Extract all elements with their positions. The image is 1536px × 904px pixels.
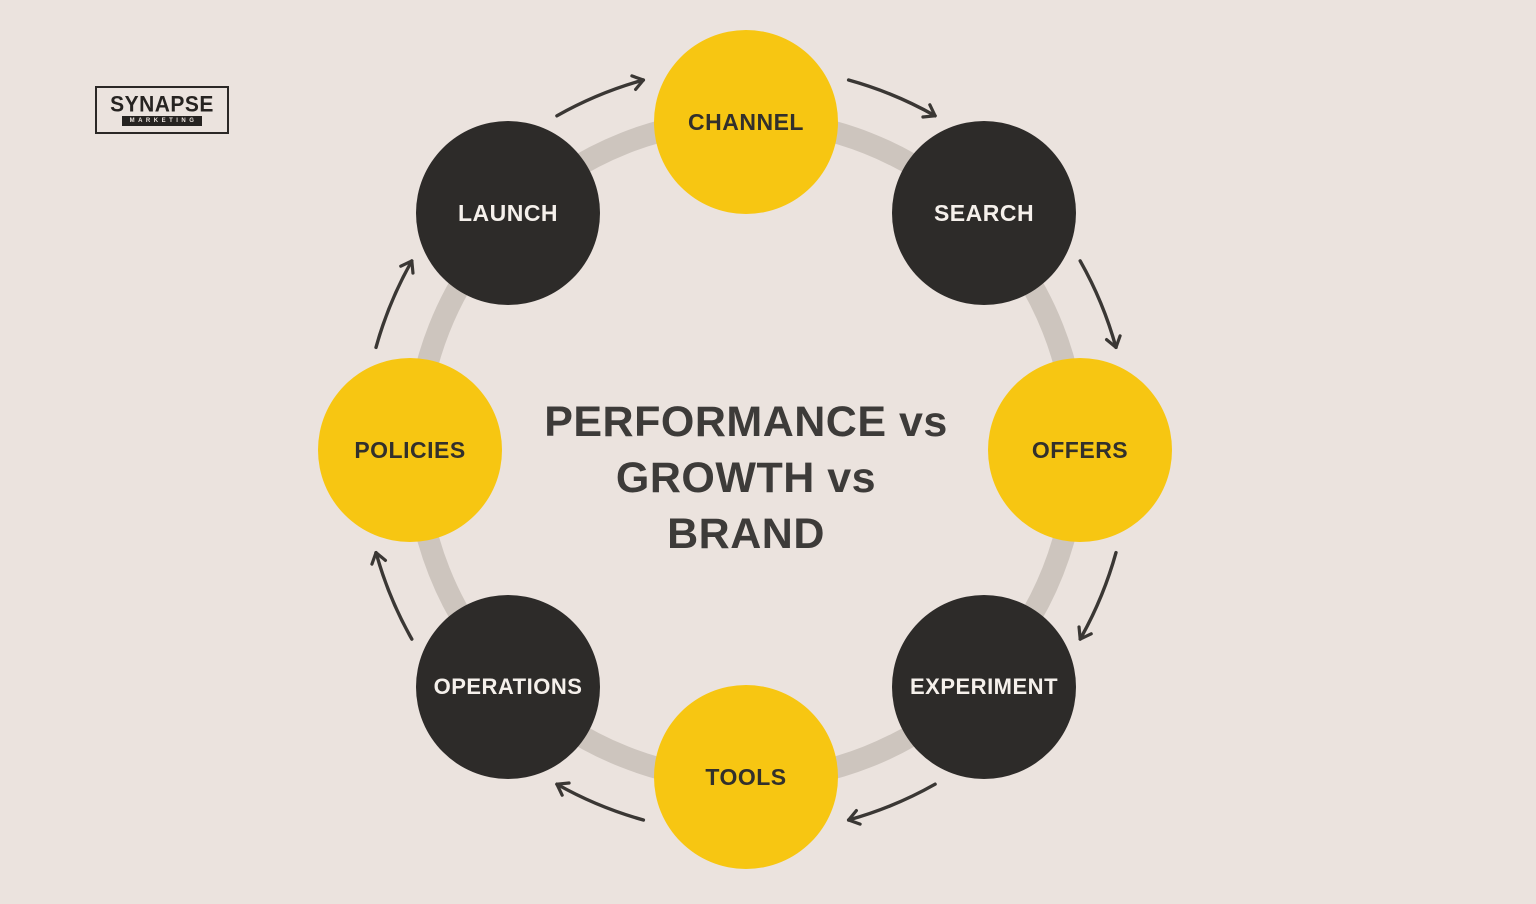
page-title: PERFORMANCE vs GROWTH vs BRAND [466, 394, 1026, 562]
node-offers-label: OFFERS [1031, 436, 1129, 463]
title-line-3: BRAND [667, 510, 825, 558]
node-tools: TOOLS [654, 685, 838, 869]
node-policies-label: POLICIES [354, 436, 466, 463]
arrow-offers-to-experiment [1077, 550, 1118, 641]
logo-tagline-text: MARKETING [121, 115, 203, 126]
title-line-2: GROWTH vs [615, 454, 877, 502]
node-channel-label: CHANNEL [688, 108, 804, 135]
arrow-launch-to-channel [555, 74, 646, 118]
node-channel: CHANNEL [654, 30, 838, 214]
arrow-search-to-offers [1078, 259, 1122, 350]
node-offers: OFFERS [988, 358, 1172, 542]
arrow-channel-to-search [846, 78, 937, 119]
node-operations-label: OPERATIONS [433, 674, 583, 699]
synapse-logo: SYNAPSE MARKETING [95, 86, 229, 134]
node-launch: LAUNCH [416, 121, 600, 305]
arrow-policies-to-launch [374, 259, 415, 350]
title-line-1: PERFORMANCE vs [544, 398, 948, 446]
node-search: SEARCH [892, 121, 1076, 305]
node-operations: OPERATIONS [416, 595, 600, 779]
arrow-experiment-to-tools [846, 782, 937, 826]
node-experiment-label: EXPERIMENT [909, 674, 1059, 699]
node-policies: POLICIES [318, 358, 502, 542]
node-experiment: EXPERIMENT [892, 595, 1076, 779]
logo-brand-text: SYNAPSE [110, 91, 214, 117]
node-search-label: SEARCH [933, 199, 1035, 226]
arrow-operations-to-policies [370, 550, 414, 641]
node-launch-label: LAUNCH [457, 199, 559, 226]
node-tools-label: TOOLS [705, 763, 787, 790]
arrow-tools-to-operations [555, 781, 646, 822]
